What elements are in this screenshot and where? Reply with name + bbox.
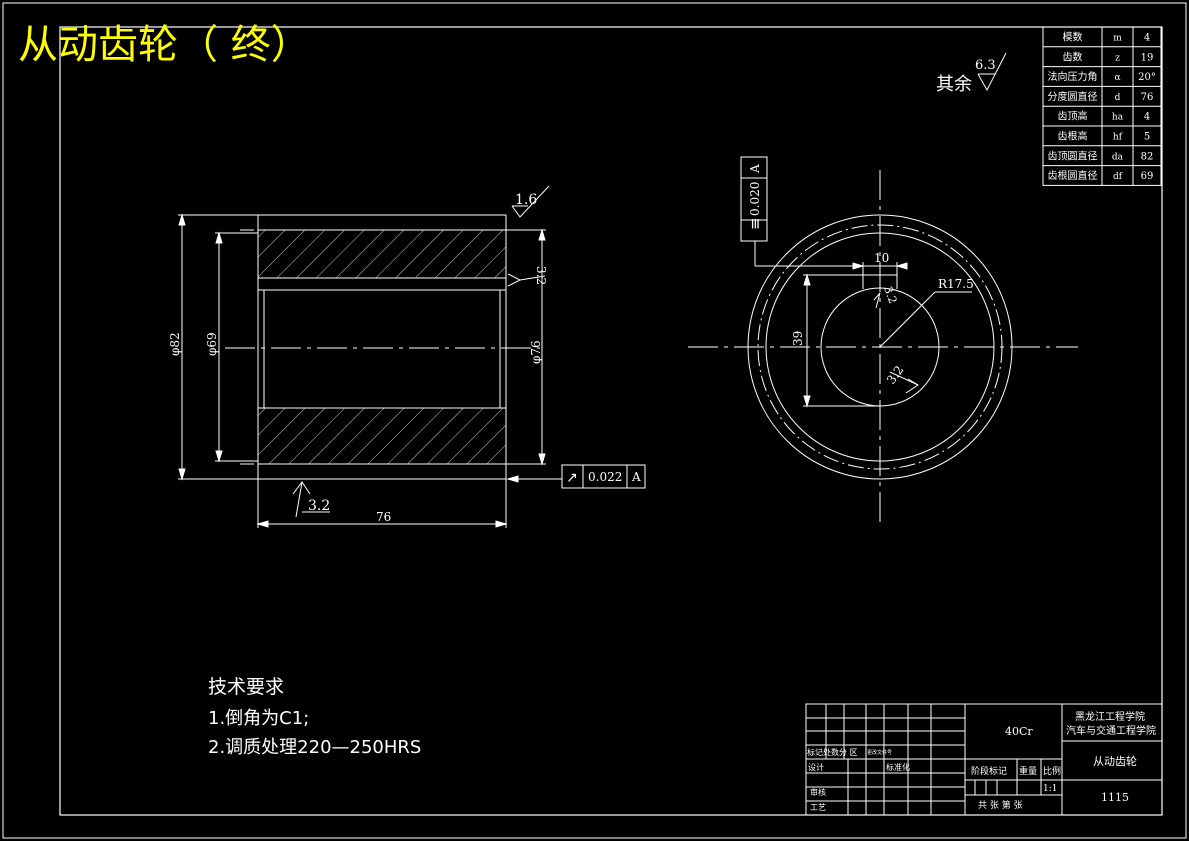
param-name: 齿根高 xyxy=(1058,129,1088,142)
dim-outer-diameter: φ82 xyxy=(168,332,182,356)
param-value: 5 xyxy=(1144,131,1150,142)
roughness-value-keyway: 3.2 xyxy=(881,285,899,306)
roughness-symbol-icon xyxy=(905,378,919,394)
symmetry-icon: ≡ xyxy=(746,217,764,230)
runout-icon: ↗ xyxy=(566,470,578,486)
param-value: 4 xyxy=(1144,32,1150,43)
title-block-text: 40Cr 黑龙江工程学院 汽车与交通工程学院 从动齿轮 1115 1:1 标记处… xyxy=(807,710,1156,812)
tb-part-name: 从动齿轮 xyxy=(1093,754,1137,768)
param-name: 法向压力角 xyxy=(1048,70,1098,83)
param-value: 82 xyxy=(1141,151,1154,162)
tb-label-ratio: 比例 xyxy=(1043,765,1061,777)
roughness-value-side: 3.2 xyxy=(534,266,548,285)
tb-scale: 1:1 xyxy=(1043,784,1057,794)
tolerance-frame xyxy=(561,464,646,489)
dim-bore-depth: 39 xyxy=(791,331,805,346)
param-name: 齿顶圆直径 xyxy=(1048,149,1098,162)
tb-school-2: 汽车与交通工程学院 xyxy=(1066,724,1156,737)
section-view-labels: φ82 φ69 φ76 1.6 3.2 3.2 76 ↗ 0.022 A xyxy=(168,192,641,524)
param-symbol: ha xyxy=(1112,113,1124,123)
dim-root-diameter: φ69 xyxy=(205,332,219,356)
param-name: 分度圆直径 xyxy=(1048,90,1098,103)
title-block xyxy=(805,703,1163,816)
param-symbol: m xyxy=(1113,33,1122,43)
dim-bore-radius: R17.5 xyxy=(938,277,974,291)
part-outline xyxy=(257,214,507,480)
tb-school-1: 黑龙江工程学院 xyxy=(1075,710,1145,723)
tech-req-item: 2.调质处理220—250HRS xyxy=(208,737,421,758)
dim-keyway-width: 10 xyxy=(874,251,889,265)
surface-finish-default: 其余 6.3 xyxy=(936,52,1007,95)
end-view xyxy=(688,156,1078,525)
roughness-value-top: 1.6 xyxy=(515,192,537,208)
drawing-title: 从动齿轮（ 终） xyxy=(18,22,311,68)
param-symbol: da xyxy=(1112,152,1124,162)
param-value: 76 xyxy=(1141,92,1154,103)
gear-parameter-table: 模数 m 4 齿数 z 19 法向压力角 α 20° 分度圆直径 d 76 齿顶高 ha 4 齿根高 hf 5 齿顶… xyxy=(1042,26,1162,186)
dim-length: 76 xyxy=(376,510,391,524)
tolerance-datum: A xyxy=(631,470,641,484)
tb-label-review: 审核 xyxy=(810,787,826,797)
param-symbol: hf xyxy=(1113,132,1123,142)
tech-req-heading: 技术要求 xyxy=(208,676,284,698)
inner-frame xyxy=(59,26,1163,816)
param-symbol: α xyxy=(1114,73,1120,83)
tb-label-standard: 标准化 xyxy=(886,762,910,772)
end-view-labels: 10 39 R17.5 3.2 3.2 ≡ 0.020 A xyxy=(746,164,974,387)
tb-label-weight: 重量 xyxy=(1019,765,1037,777)
param-value: 69 xyxy=(1141,171,1154,182)
param-symbol: d xyxy=(1115,93,1121,103)
param-value: 20° xyxy=(1138,72,1156,83)
hatch-top xyxy=(257,229,507,279)
param-name: 齿顶高 xyxy=(1058,110,1088,123)
symmetry-value: 0.020 xyxy=(748,182,762,216)
param-name: 齿数 xyxy=(1063,50,1083,63)
section-view xyxy=(178,185,646,528)
roughness-value-bottom: 3.2 xyxy=(308,498,330,514)
tb-material: 40Cr xyxy=(1005,725,1033,738)
tb-drawing-no: 1115 xyxy=(1101,791,1129,804)
param-value: 19 xyxy=(1141,52,1154,63)
param-name: 模数 xyxy=(1063,30,1083,43)
hatch-bottom xyxy=(257,407,507,465)
surface-finish-value: 6.3 xyxy=(975,58,996,73)
surface-finish-label: 其余 xyxy=(936,74,972,95)
tolerance-value: 0.022 xyxy=(588,470,622,484)
tb-label-stage: 阶段标记 xyxy=(971,765,1007,777)
roughness-symbol-icon xyxy=(507,273,522,287)
roughness-value-bore: 3.2 xyxy=(884,363,906,387)
param-symbol: z xyxy=(1115,53,1120,63)
tb-label-sheets: 共 张 第 张 xyxy=(978,799,1023,811)
roughness-symbol-icon xyxy=(977,52,1007,92)
param-name: 齿根圆直径 xyxy=(1048,169,1098,182)
param-value: 4 xyxy=(1144,112,1150,123)
tech-req-item: 1.倒角为C1; xyxy=(208,708,309,729)
tb-label-process: 工艺 xyxy=(810,803,826,812)
param-symbol: df xyxy=(1113,172,1123,182)
tb-label-change-doc: 更改文件号 xyxy=(867,749,892,756)
tb-label-design: 设计 xyxy=(808,762,824,772)
roughness-symbol-icon xyxy=(873,292,881,309)
technical-requirements: 技术要求 1.倒角为C1; 2.调质处理220—250HRS xyxy=(208,676,421,758)
roughness-symbol-icon xyxy=(511,185,550,218)
symmetry-datum: A xyxy=(748,164,762,174)
tb-label-revision: 标记处数分 区 xyxy=(807,747,858,757)
symmetry-frame xyxy=(740,156,768,242)
dim-pitch-diameter: φ76 xyxy=(529,340,543,364)
